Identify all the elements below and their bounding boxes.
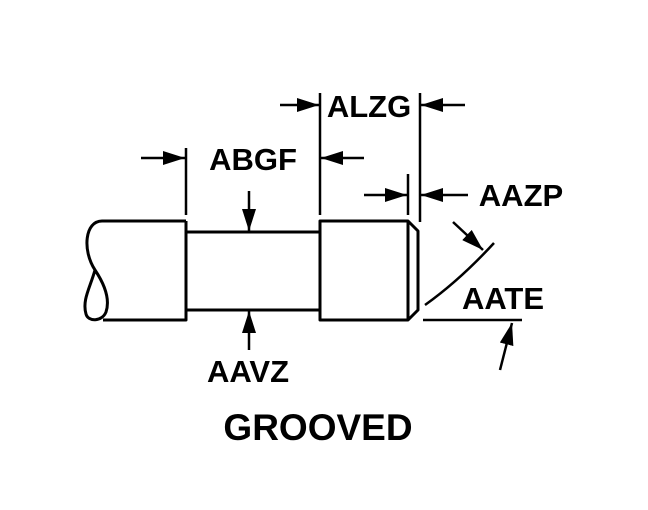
label-aavz: AAVZ (207, 354, 289, 389)
label-aate: AATE (462, 281, 544, 316)
label-aazp: AAZP (479, 178, 563, 213)
extension-lines (184, 93, 422, 222)
label-abgf: ABGF (209, 142, 297, 177)
label-alzg: ALZG (327, 89, 411, 124)
groove (186, 230, 320, 312)
aate-arc (424, 242, 495, 307)
shaft-left (83, 219, 188, 322)
shaft-right (318, 219, 420, 322)
aate-arrow-bottom (498, 322, 514, 371)
diagram-title: GROOVED (223, 407, 412, 448)
aate-arrow-top (452, 221, 484, 251)
